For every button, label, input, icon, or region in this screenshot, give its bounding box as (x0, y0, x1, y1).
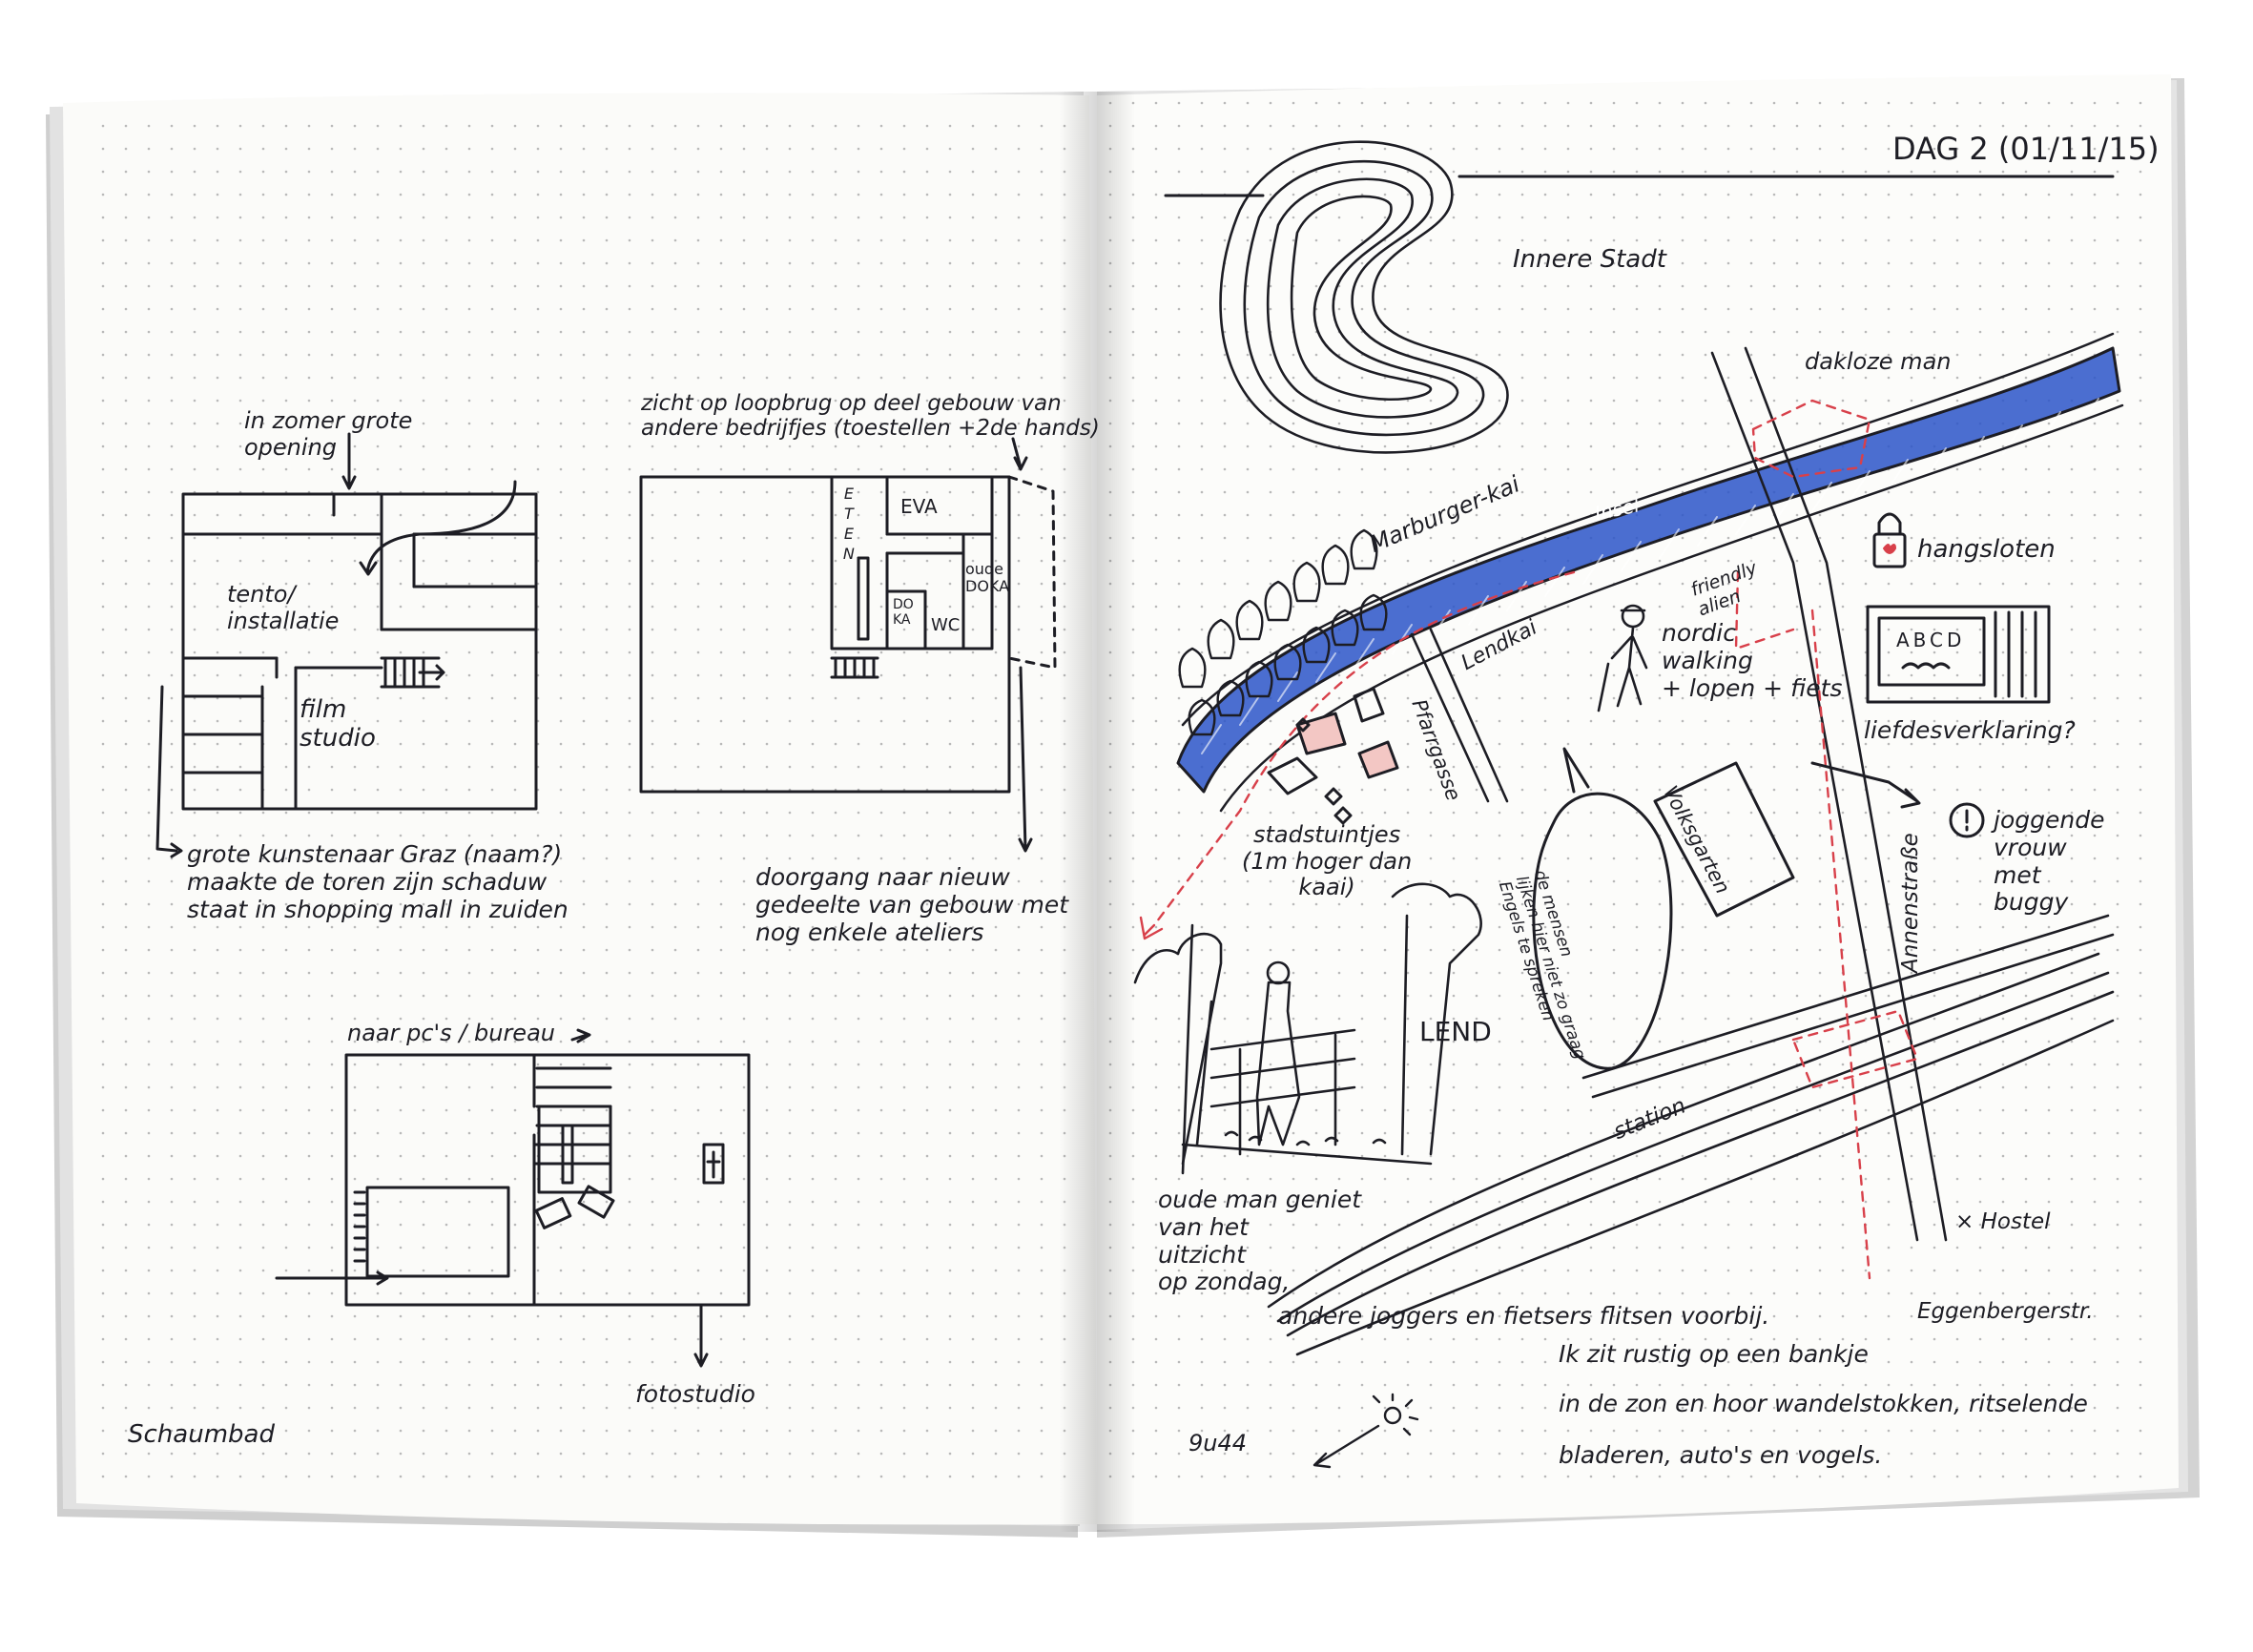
page-header-date: DAG 2 (01/11/15) (1892, 131, 2160, 167)
note-photo-studio: fotostudio (635, 1380, 755, 1408)
walking-route (1139, 399, 1919, 1280)
old-man-note: oude man geniet van het uitzicht op zond… (1158, 1186, 1362, 1296)
note-view: zicht op loopbrug op deel gebouw van and… (641, 391, 1100, 442)
hostel-label: × Hostel (1955, 1209, 2051, 1234)
footer-schaumbad: Schaumbad (128, 1420, 275, 1449)
room-wc-label: WC (931, 615, 961, 635)
bench-line-3: bladeren, auto's en vogels. (1559, 1441, 1883, 1469)
left-dot-grid (86, 105, 1083, 1497)
streets (1267, 346, 2115, 1356)
room-oude-doka-label: oude DOKA (965, 560, 1010, 596)
street-annenstrasse: Annenstraße (1898, 833, 1923, 973)
note-opening: in zomer grote opening (244, 407, 413, 461)
love-note-label: liefdesverklaring? (1864, 716, 2076, 744)
bench-line-1: Ik zit rustig op een bankje (1559, 1340, 1869, 1368)
room-eva-label: EVA (900, 495, 938, 518)
right-dot-grid (1106, 95, 2160, 1497)
room-eten-label: ETEN (839, 485, 858, 565)
walking-label: nordic walking + lopen + fiets (1662, 619, 1843, 702)
contour-scribble (1219, 140, 1509, 454)
jogger-arrow (1810, 761, 1921, 809)
plan-top-left (155, 432, 538, 858)
alert-marker (1949, 802, 1985, 838)
time-label: 9u44 (1189, 1430, 1248, 1456)
joggers-line: andere joggers en fietsers flitsen voorb… (1278, 1302, 1770, 1330)
room-doka-label: DO KA (893, 597, 914, 629)
room-film-label: film studio (300, 695, 376, 753)
jogger-label: joggende vrouw met buggy (1994, 806, 2105, 917)
homeless-label: dakloze man (1805, 348, 1952, 375)
district-label: Innere Stadt (1513, 245, 1666, 274)
room-installation-label: tento/ installatie (227, 581, 340, 634)
gutter-shadow (1059, 92, 1135, 1532)
park-block (1653, 761, 1795, 918)
note-pcs: naar pc's / bureau (347, 1020, 555, 1046)
garden-houses (1267, 687, 1399, 825)
padlock-drawing (1872, 512, 1907, 568)
lend-label: LEND (1419, 1016, 1492, 1047)
speech-bubble (1532, 747, 1673, 1070)
walker-figure (1597, 604, 1648, 712)
sun-direction (1313, 1393, 1419, 1469)
bench-scene (1133, 882, 1482, 1175)
padlocks-label: hangsloten (1917, 535, 2056, 564)
sign-text: ABCD (1896, 629, 1966, 651)
love-sign-drawing (1866, 605, 2051, 704)
bench-line-2: in de zon en hoor wandelstokken, ritsele… (1559, 1390, 2088, 1417)
gardens-label: stadstuintjes (1m hoger dan kaai) (1242, 821, 1413, 901)
note-passage: doorgang naar nieuw gedeelte van gebouw … (755, 863, 1069, 946)
street-eggenbergerstr: Eggenbergerstr. (1917, 1299, 2094, 1324)
plan-top-right (639, 437, 1057, 853)
tree-row (1178, 528, 1388, 736)
note-artist: grote kunstenaar Graz (naam?) maakte de … (187, 840, 568, 923)
plan-bottom (275, 1028, 751, 1368)
